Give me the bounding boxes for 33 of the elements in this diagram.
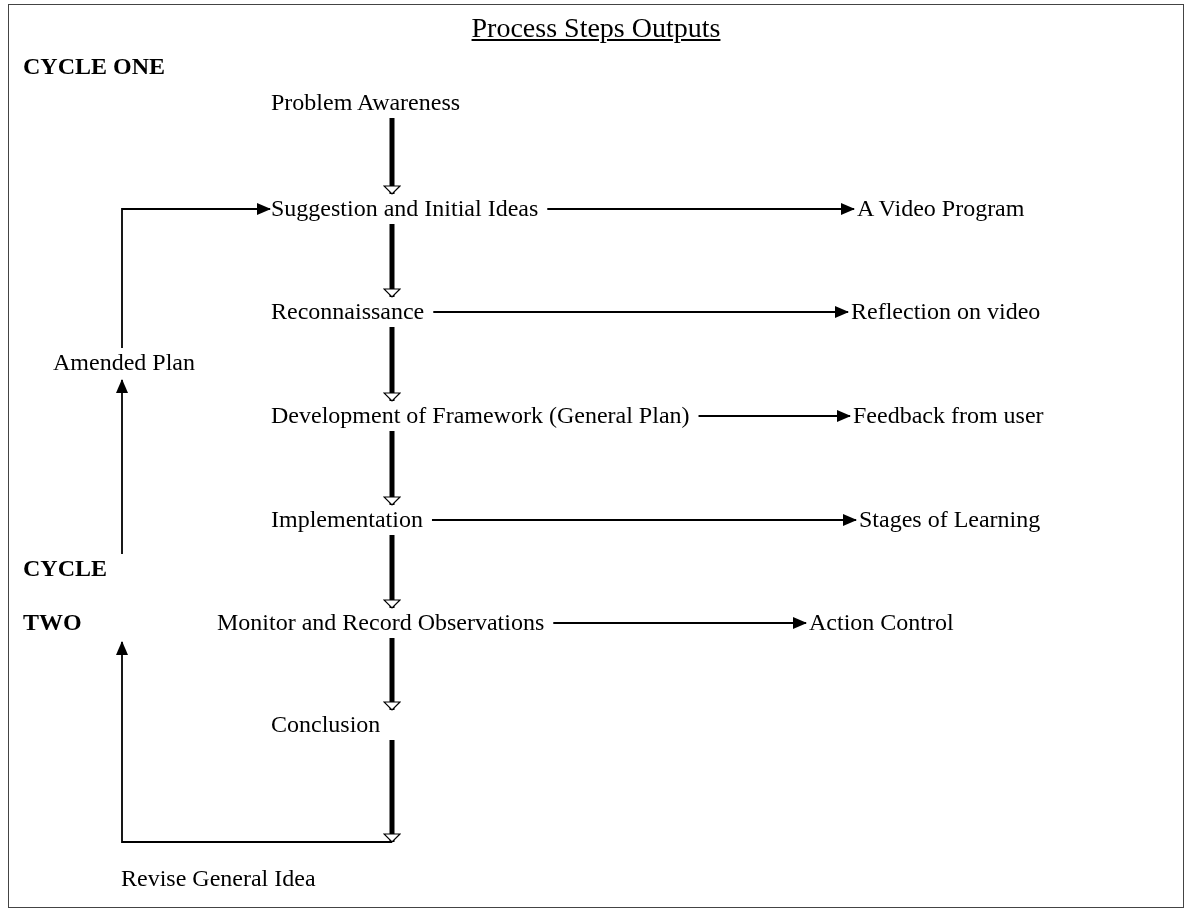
hollow-arrow [383, 535, 401, 609]
hollow-arrow [383, 118, 401, 195]
step-text: Amended Plan [53, 348, 195, 377]
step-text: Stages of Learning [859, 505, 1041, 534]
hollow-arrow [383, 431, 401, 506]
arrow [546, 203, 855, 215]
step-text: Conclusion [271, 710, 381, 739]
step-text: Reconnaissance [271, 297, 425, 326]
step-text: Development of Framework (General Plan) [271, 401, 690, 430]
cycle-label: CYCLE ONE [23, 52, 166, 81]
step-text: Feedback from user [853, 401, 1044, 430]
arrow [697, 410, 851, 422]
arrow [121, 203, 271, 349]
arrow [116, 379, 128, 555]
step-text: Problem Awareness [271, 88, 461, 117]
step-text: Monitor and Record Observations [217, 608, 545, 637]
hollow-arrow [383, 740, 401, 843]
hollow-arrow [383, 638, 401, 711]
arrow [552, 617, 807, 629]
hollow-arrow [383, 224, 401, 298]
arrow [116, 641, 393, 843]
title: Process Steps Outputs [471, 11, 721, 45]
step-text: Action Control [809, 608, 954, 637]
step-text: A Video Program [857, 194, 1025, 223]
step-text: Implementation [271, 505, 423, 534]
step-text: CYCLE [23, 554, 108, 583]
step-text: TWO [23, 608, 83, 637]
step-text: Reflection on video [851, 297, 1041, 326]
arrow [432, 306, 849, 318]
step-text: Revise General Idea [121, 864, 317, 893]
hollow-arrow [383, 327, 401, 402]
step-text: Suggestion and Initial Ideas [271, 194, 539, 223]
arrow [431, 514, 857, 526]
